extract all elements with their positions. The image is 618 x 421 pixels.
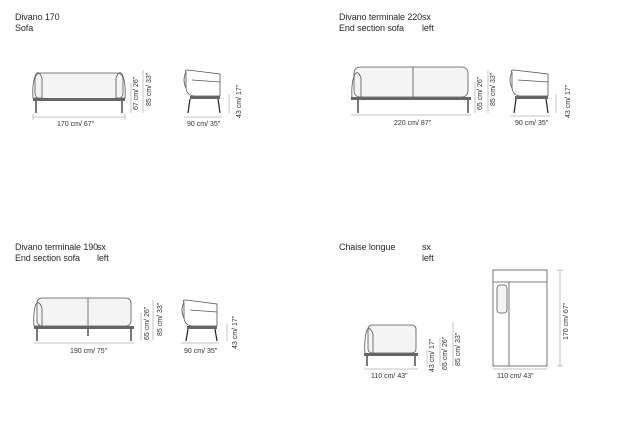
sofa170-front-view: 170 cm/ 67" xyxy=(32,72,126,128)
width-label: 220 cm/ 87" xyxy=(394,120,432,127)
product-type: Sofa xyxy=(15,23,34,33)
end190-height-dims: 65 cm/ 26" 85 cm/ 33" xyxy=(140,300,164,340)
side-it: sx xyxy=(97,242,106,252)
product-type: End section sofa xyxy=(339,23,404,33)
title-chaise: Chaise longue sx left xyxy=(339,242,449,263)
arm-height-label: 67 cm/ 26" xyxy=(133,76,140,110)
end190-front-view: 190 cm/ 75" xyxy=(33,297,134,355)
title-end190: Divano terminale 190 End section sofa sx… xyxy=(15,242,125,264)
height-label: 85 cm/ 33" xyxy=(490,72,497,106)
length-label: 170 cm/ 67" xyxy=(563,302,570,340)
title-end220: Divano terminale 220 End section sofa sx… xyxy=(339,12,449,34)
seat-height-label: 43 cm/ 17" xyxy=(429,338,436,372)
side-en: left xyxy=(97,253,109,263)
arm-height-label: 65 cm/ 26" xyxy=(442,336,449,370)
product-name: Chaise longue xyxy=(339,242,396,252)
side-it: sx xyxy=(422,242,431,252)
depth-label: 90 cm/ 35" xyxy=(515,120,549,127)
plan-width-label: 110 cm/ 43" xyxy=(497,373,534,380)
chaise-front-view: 110 cm/ 43" xyxy=(364,324,418,380)
height-label: 85 cm/ 33" xyxy=(157,302,164,336)
product-name: Divano 170 xyxy=(15,12,60,22)
side-en: left xyxy=(422,253,434,263)
product-name: Divano terminale 220 xyxy=(339,12,423,22)
arm-height-label: 65 cm/ 26" xyxy=(144,306,151,340)
end220-height-dims: 65 cm/ 26" 85 cm/ 33" xyxy=(474,70,497,113)
seat-height-label: 43 cm/ 17" xyxy=(565,84,572,118)
depth-label: 90 cm/ 35" xyxy=(184,348,218,355)
end190-side-view: 90 cm/ 35" 43 cm/ 17" xyxy=(181,299,239,355)
title-sofa170: Divano 170 Sofa xyxy=(15,12,60,34)
side-it: sx xyxy=(422,12,431,22)
chaise-height-dims: 43 cm/ 17" 65 cm/ 26" 85 cm/ 33" xyxy=(426,322,462,372)
side-en: left xyxy=(422,23,434,33)
height-label: 85 cm/ 33" xyxy=(146,72,153,106)
sofa170-side-view: 90 cm/ 35" 43 cm/ 17" xyxy=(183,69,243,128)
chaise-plan-view: 110 cm/ 43" 170 cm/ 67" xyxy=(492,269,570,380)
product-name: Divano terminale 190 xyxy=(15,242,99,252)
width-label: 190 cm/ 75" xyxy=(70,348,108,355)
product-type: End section sofa xyxy=(15,253,80,263)
seat-height-label: 43 cm/ 17" xyxy=(232,315,239,349)
depth-label: 90 cm/ 35" xyxy=(187,121,221,128)
end220-side-view: 90 cm/ 35" 43 cm/ 17" xyxy=(509,69,572,127)
seat-height-label: 43 cm/ 17" xyxy=(236,84,243,118)
end220-front-view: 220 cm/ 87" xyxy=(351,66,471,127)
width-label: 170 cm/ 67" xyxy=(57,121,95,128)
sofa170-height-dims: 67 cm/ 26" 85 cm/ 33" xyxy=(130,70,153,113)
width-label: 110 cm/ 43" xyxy=(371,373,408,380)
height-label: 85 cm/ 33" xyxy=(455,332,462,366)
arm-height-label: 65 cm/ 26" xyxy=(477,76,484,110)
